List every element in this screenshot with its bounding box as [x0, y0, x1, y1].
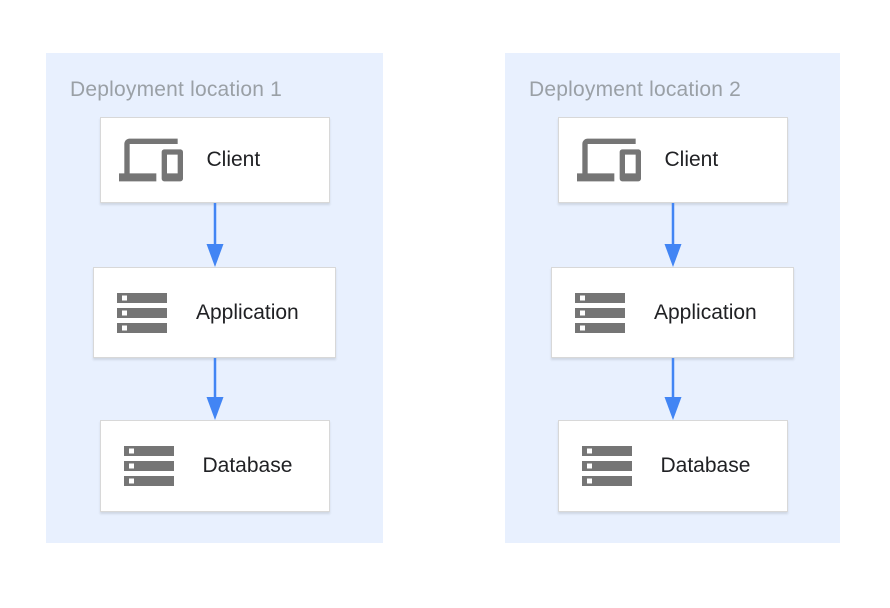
deployment-panel-2: Deployment location 2 Client Application [505, 53, 840, 543]
node-client: Client [557, 117, 788, 203]
node-label: Application [654, 300, 757, 324]
storage-icon [119, 436, 179, 496]
node-database: Database [557, 420, 788, 512]
storage-icon [577, 436, 637, 496]
node-database: Database [99, 420, 330, 512]
node-label: Database [202, 454, 293, 477]
node-client: Client [99, 117, 330, 203]
storage-icon [570, 283, 630, 343]
node-application: Application [93, 267, 336, 358]
arrow-down-icon [206, 358, 223, 420]
devices-icon [576, 128, 641, 192]
storage-icon [112, 283, 172, 343]
panel-title: Deployment location 2 [529, 78, 741, 101]
arrow-down-icon [664, 358, 681, 420]
deployment-panel-1: Deployment location 1 Client Application [46, 53, 383, 543]
arrow-down-icon [664, 203, 681, 267]
devices-icon [118, 128, 183, 192]
node-label: Client [206, 148, 261, 171]
node-label: Application [196, 300, 299, 324]
arrow-down-icon [206, 203, 223, 267]
node-label: Database [660, 454, 751, 477]
node-label: Client [664, 148, 719, 171]
panel-title: Deployment location 1 [70, 78, 282, 101]
node-application: Application [551, 267, 794, 358]
